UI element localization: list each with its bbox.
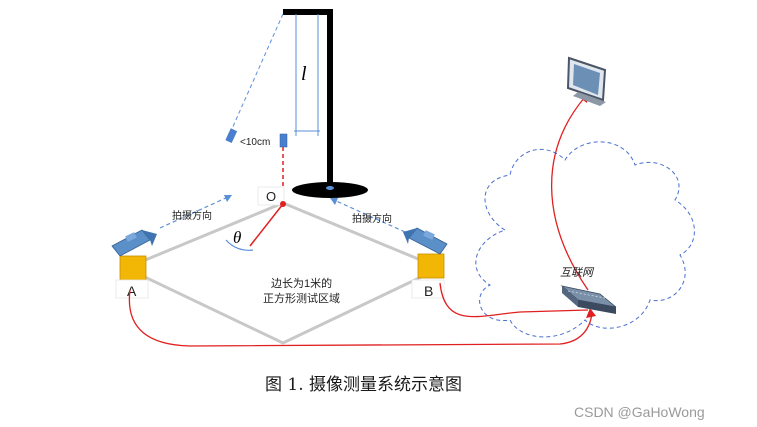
arrowhead-left [224,195,232,202]
area-label-line1: 边长为1米的 [271,276,332,290]
angle-label: θ [233,228,241,247]
shoot-direction-right-label: 拍摄方向 [352,212,392,225]
camera-a-label-box [115,279,149,299]
camera-b-label: B [424,283,433,299]
origin-label: O [266,189,276,204]
camera-b-label-box [411,279,445,299]
distance-label: <10cm [240,137,270,148]
shoot-direction-arrow-right [333,199,406,233]
camera-a-label: A [127,283,137,299]
figure-caption: 图 1. 摄像测量系统示意图 [265,375,462,395]
pendulum-length-label: l [301,63,307,85]
shoot-direction-arrow-left [159,196,229,229]
camera-b-icon [403,227,448,279]
watermark: CSDN @GaHoWong [574,404,705,420]
origin-label-box [257,186,285,206]
cable-monitor [551,96,589,291]
camera-a-icon [111,229,157,281]
cloud-shape [475,141,695,338]
cable-camera-a [128,289,593,347]
area-label-line2: 正方形测试区域 [263,291,340,305]
angle-ray [249,203,284,247]
network-label: 互联网 [560,266,595,279]
cable-a-arrowhead [586,308,596,318]
pendulum-stand [283,9,368,198]
pendulum-bob-swung [225,128,238,144]
arrowhead-right [330,198,338,205]
angle-arc [225,239,254,251]
cable-camera-b [439,282,589,318]
router-icon [560,285,617,314]
square-test-area [122,201,444,345]
shoot-direction-left-label: 拍摄方向 [172,209,212,222]
length-guide [226,13,320,141]
pendulum-bob [279,133,288,148]
monitor-icon [566,56,607,106]
